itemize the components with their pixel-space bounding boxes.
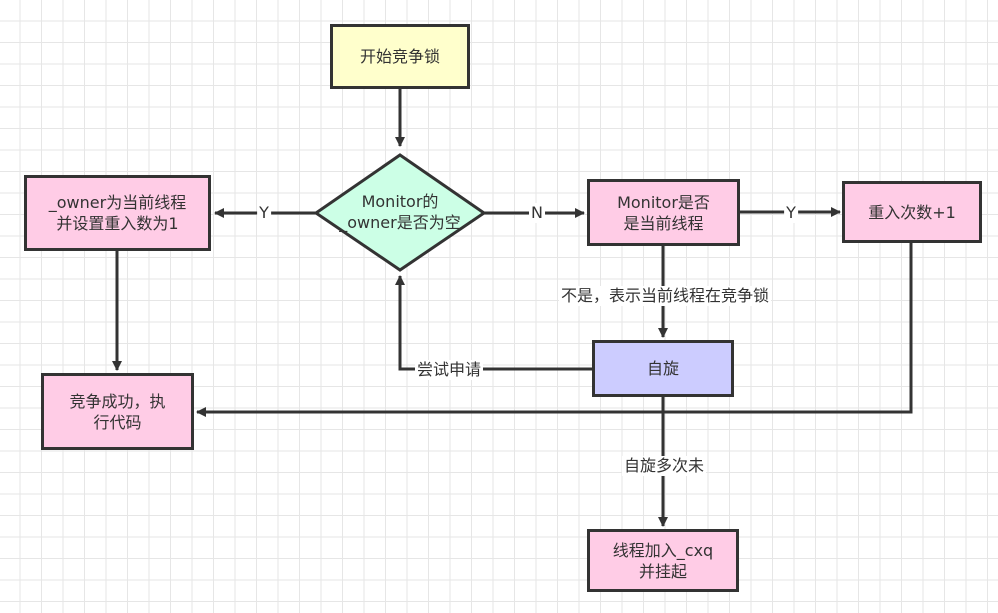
set-owner-label: _owner为当前线程 并设置重入数为1 [48,193,187,233]
acquire-success-node[interactable]: 竞争成功，执 行代码 [41,373,194,450]
decision-owner-null-label: Monitor的 _owner是否为空 [339,192,461,232]
reentry-inc-node[interactable]: 重入次数+1 [842,181,982,243]
is-current-thread-node[interactable]: Monitor是否 是当前线程 [587,179,740,246]
edge-label-retry: 尝试申请 [414,360,484,380]
spin-node[interactable]: 自旋 [592,340,734,397]
enqueue-cxq-node[interactable]: 线程加入_cxq 并挂起 [587,529,739,592]
acquire-success-label: 竞争成功，执 行代码 [69,391,166,432]
decision-diamond-shape [313,153,487,272]
edge-label-no: N [529,203,545,223]
edge-label-spin-failed: 自旋多次未 [621,456,707,476]
decision-owner-null-node[interactable]: Monitor的 _owner是否为空 [316,180,484,244]
edge-label-yes-set-owner: Y [257,203,271,223]
enqueue-cxq-label: 线程加入_cxq 并挂起 [612,540,714,581]
start-node-label: 开始竞争锁 [359,47,440,66]
edge-reentry-to-success [196,243,913,417]
reentry-inc-label: 重入次数+1 [868,202,956,222]
edge-spin-to-decision [395,275,593,371]
is-current-thread-label: Monitor是否 是当前线程 [617,192,710,233]
spin-label: 自旋 [646,359,679,378]
edge-label-competing: 不是，表示当前线程在竞争锁 [558,286,772,306]
edge-label-yes-reentry: Y [784,203,798,223]
set-owner-node[interactable]: _owner为当前线程 并设置重入数为1 [24,175,211,251]
start-node[interactable]: 开始竞争锁 [330,24,470,89]
